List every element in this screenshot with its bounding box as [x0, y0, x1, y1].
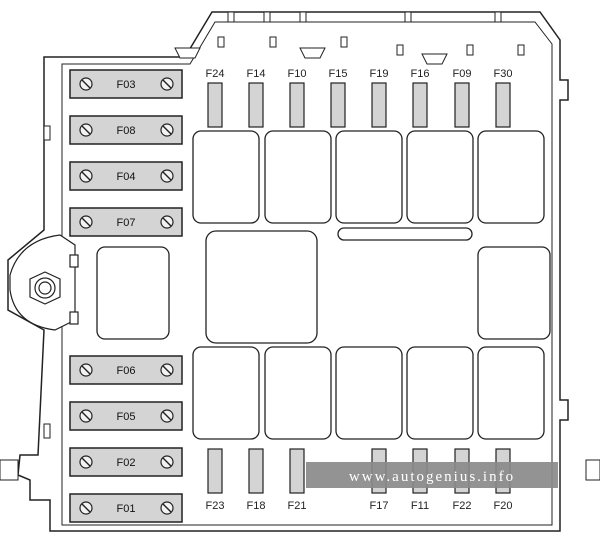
- maxi-fuse-f08: F08: [69, 115, 183, 145]
- mounting-nut: [9, 234, 79, 331]
- mini-fuse-label: F19: [370, 68, 389, 80]
- top-clips: [174, 11, 525, 65]
- mini-fuse-label: F22: [453, 500, 472, 512]
- mini-fuse-f14: F14: [247, 68, 266, 128]
- mini-fuse-f09: F09: [453, 68, 472, 128]
- mini-fuse-label: F10: [288, 68, 307, 80]
- top-fuse-row: F24 F14 F10 F15 F19 F16 F09 F30: [206, 68, 513, 128]
- mini-fuse-label: F30: [494, 68, 513, 80]
- mini-fuse-label: F20: [494, 500, 513, 512]
- maxi-fuse-label: F02: [117, 457, 136, 469]
- mini-fuse-f23: F23: [206, 448, 225, 512]
- maxi-fuse-label: F05: [117, 411, 136, 423]
- maxi-fuse-label: F06: [117, 365, 136, 377]
- side-tabs: [0, 125, 600, 481]
- mini-fuse-label: F24: [206, 68, 225, 80]
- mini-fuse-f16: F16: [411, 68, 430, 128]
- maxi-fuse-label: F03: [117, 79, 136, 91]
- maxi-fuse-f05: F05: [69, 401, 183, 431]
- maxi-fuse-label: F01: [117, 503, 136, 515]
- mini-fuse-f18: F18: [247, 448, 266, 512]
- mini-fuse-label: F18: [247, 500, 266, 512]
- maxi-fuse-f04: F04: [69, 161, 183, 191]
- maxi-fuse-f06: F06: [69, 355, 183, 385]
- mini-fuse-f30: F30: [494, 68, 513, 128]
- maxi-fuse-label: F07: [117, 217, 136, 229]
- mini-fuse-f24: F24: [206, 68, 225, 128]
- mini-fuse-f10: F10: [288, 68, 307, 128]
- mini-fuse-label: F16: [411, 68, 430, 80]
- maxi-fuse-f02: F02: [69, 447, 183, 477]
- watermark-banner: www.autogenius.info: [306, 462, 558, 488]
- maxi-fuse-f07: F07: [69, 207, 183, 237]
- mini-fuse-label: F23: [206, 500, 225, 512]
- maxi-fuse-label: F08: [117, 125, 136, 137]
- maxi-fuse-f01: F01: [69, 493, 183, 523]
- mini-fuse-f21: F21: [288, 448, 307, 512]
- mini-fuse-label: F15: [329, 68, 348, 80]
- relay-sockets: [96, 130, 551, 440]
- mini-fuse-f19: F19: [370, 68, 389, 128]
- maxi-fuse-label: F04: [117, 171, 136, 183]
- maxi-fuse-f03: F03: [69, 69, 183, 99]
- mini-fuse-f15: F15: [329, 68, 348, 128]
- mini-fuse-label: F09: [453, 68, 472, 80]
- watermark-text: www.autogenius.info: [349, 469, 515, 485]
- mini-fuse-label: F11: [411, 500, 429, 512]
- mini-fuse-label: F14: [247, 68, 266, 80]
- mini-fuse-label: F17: [370, 500, 389, 512]
- mini-fuse-label: F21: [288, 500, 307, 512]
